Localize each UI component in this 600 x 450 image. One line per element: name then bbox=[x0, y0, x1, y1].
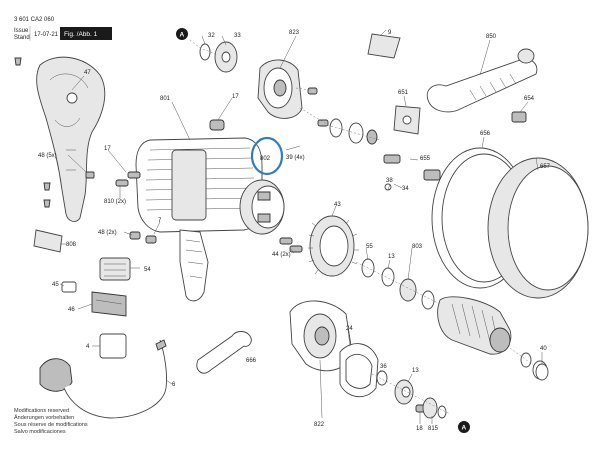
leader-lines bbox=[59, 29, 543, 424]
label-802: 802 bbox=[260, 156, 271, 162]
label-850: 850 bbox=[486, 34, 497, 40]
bracket-651 bbox=[393, 105, 421, 135]
label-801: 801 bbox=[160, 96, 171, 102]
footer-notes: Modifications reserved Änderungen vorbeh… bbox=[14, 408, 88, 435]
part-40-ring bbox=[535, 363, 549, 381]
washers-32-33 bbox=[189, 39, 238, 73]
label-666: 666 bbox=[246, 358, 257, 364]
label-17-top: 17 bbox=[232, 94, 239, 100]
label-36: 36 bbox=[380, 364, 387, 370]
label-32: 32 bbox=[208, 33, 215, 39]
power-plug bbox=[39, 358, 73, 392]
part-9 bbox=[367, 33, 401, 59]
gasket-24 bbox=[339, 343, 379, 398]
parts-48-2x bbox=[129, 231, 157, 244]
screw-654 bbox=[511, 111, 527, 123]
bearing-chain bbox=[355, 258, 441, 310]
label-54: 54 bbox=[144, 267, 151, 273]
parts-44 bbox=[279, 237, 303, 253]
label-810-2x: 810 (2x) bbox=[104, 199, 126, 205]
side-handle-850 bbox=[426, 48, 538, 113]
label-44-2x: 44 (2x) bbox=[272, 252, 291, 258]
screw-icons-left bbox=[14, 57, 51, 208]
part-808 bbox=[33, 229, 63, 253]
label-33: 33 bbox=[234, 33, 241, 39]
label-4: 4 bbox=[86, 344, 90, 350]
label-822: 822 bbox=[314, 422, 325, 428]
parts-17 bbox=[85, 119, 225, 179]
doc-number: 3 601 CA2 060 bbox=[14, 17, 55, 23]
label-654: 654 bbox=[524, 96, 535, 102]
label-657: 657 bbox=[540, 164, 551, 170]
stand-label: Stand bbox=[14, 35, 30, 41]
svg-text:A: A bbox=[462, 425, 467, 432]
label-656: 656 bbox=[480, 131, 491, 137]
motor-housing-801 bbox=[135, 137, 263, 302]
part-4-plug bbox=[99, 333, 127, 359]
gear-ring-43 bbox=[308, 215, 359, 277]
footer-line-2: Änderungen vorbehalten bbox=[14, 414, 74, 421]
label-655: 655 bbox=[420, 156, 431, 162]
callout-labels: 32 33 823 9 850 47 801 17 651 654 656 65… bbox=[38, 30, 551, 432]
wrench-666 bbox=[196, 331, 252, 374]
label-6: 6 bbox=[172, 382, 176, 388]
label-9: 9 bbox=[388, 30, 392, 36]
gear-housing-823 bbox=[257, 59, 303, 119]
label-13-top: 13 bbox=[388, 254, 395, 260]
spindle-parts bbox=[295, 87, 381, 145]
polishing-bonnet-657 bbox=[487, 157, 589, 299]
footer-line-1: Modifications reserved bbox=[14, 408, 69, 414]
power-cord-6 bbox=[63, 339, 167, 419]
issue-label: Issue bbox=[14, 28, 29, 34]
label-45: 45 bbox=[52, 282, 59, 288]
label-47: 47 bbox=[84, 70, 91, 76]
fig-label: Fig. /Abb. 1 bbox=[64, 31, 98, 38]
label-43: 43 bbox=[334, 202, 341, 208]
label-651: 651 bbox=[398, 90, 409, 96]
label-40: 40 bbox=[540, 346, 547, 352]
label-13-bottom: 13 bbox=[412, 368, 419, 374]
label-823: 823 bbox=[289, 30, 300, 36]
label-7: 7 bbox=[158, 218, 162, 224]
fig-label-box bbox=[60, 27, 112, 40]
label-39-4x: 39 (4x) bbox=[286, 155, 305, 161]
label-808: 808 bbox=[66, 242, 77, 248]
label-17-left: 17 bbox=[104, 146, 111, 152]
label-815: 815 bbox=[428, 426, 439, 432]
part-810 bbox=[115, 171, 141, 187]
label-38: 38 bbox=[386, 178, 393, 184]
marker-a-top: A bbox=[176, 28, 188, 40]
part-45-switch bbox=[61, 281, 77, 293]
label-55: 55 bbox=[366, 244, 373, 250]
label-24: 24 bbox=[346, 326, 353, 332]
part-46-switch bbox=[91, 291, 127, 317]
label-48-5x: 48 (5x) bbox=[38, 153, 57, 159]
housing-shell-47 bbox=[36, 56, 106, 222]
svg-text:A: A bbox=[180, 32, 185, 39]
bottom-chain bbox=[371, 370, 451, 419]
marker-a-bottom: A bbox=[458, 421, 470, 433]
label-48-2x: 48 (2x) bbox=[98, 230, 117, 236]
armature-803 bbox=[437, 296, 548, 380]
header-block: 3 601 CA2 060 Issue Stand 17-07-21 Fig. … bbox=[14, 17, 112, 41]
label-34: 34 bbox=[402, 186, 409, 192]
label-18: 18 bbox=[416, 426, 423, 432]
highlight-circle-802 bbox=[250, 136, 284, 176]
issue-date: 17-07-21 bbox=[34, 32, 59, 38]
motor-cover-802 bbox=[239, 179, 285, 235]
footer-line-3: Sous réserve de modifications bbox=[14, 422, 88, 428]
part-54-brush bbox=[99, 257, 131, 281]
label-803: 803 bbox=[412, 244, 423, 250]
label-46: 46 bbox=[68, 307, 75, 313]
spindle-655 bbox=[383, 154, 441, 191]
footer-line-4: Salvo modificaciones bbox=[14, 429, 66, 435]
